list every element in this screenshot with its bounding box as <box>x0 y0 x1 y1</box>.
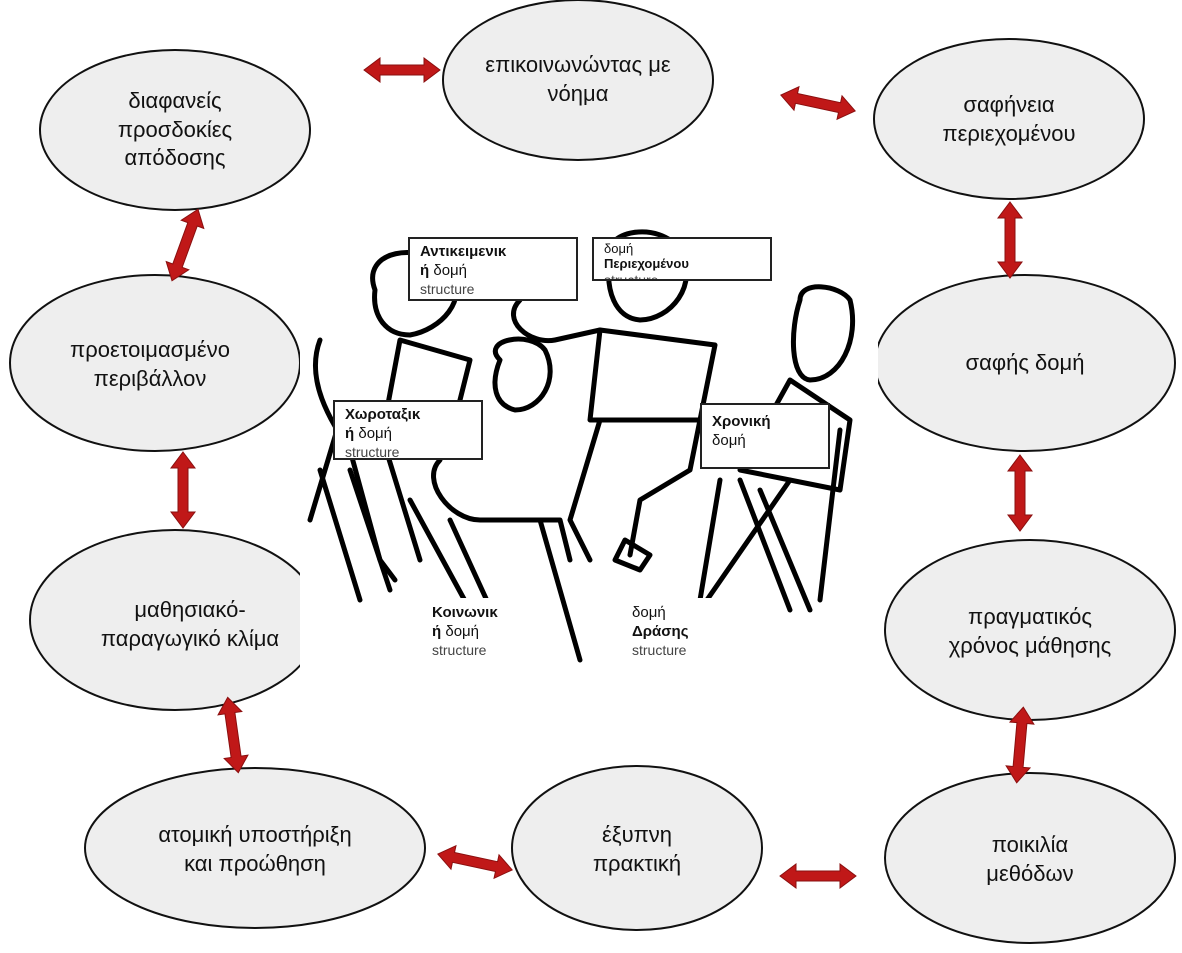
label-social-structure-rest: δομή <box>441 622 480 640</box>
label-action-structure-bold: Δράσης <box>632 622 689 640</box>
label-content-structure-pre: δομή <box>604 241 634 256</box>
node-clear-structure: σαφής δομή <box>890 335 1160 391</box>
node-content-clarity-text: σαφήνεια περιεχομένου <box>942 92 1076 146</box>
node-smart-practice-text: έξυπνη πρακτική <box>592 822 682 876</box>
label-social-structure: Κοινωνικ ή δομή structure <box>420 598 538 666</box>
label-social-structure-bold: Κοινωνικ <box>432 604 498 621</box>
arrow-clarity-structure <box>997 201 1023 279</box>
label-content-structure: δομή Περιεχομένου structure <box>592 237 772 281</box>
node-content-clarity: σαφήνεια περιεχομένου <box>880 80 1138 160</box>
node-clear-structure-text: σαφής δομή <box>965 349 1085 375</box>
node-real-learning-time-text: πραγματικός χρόνος μάθησης <box>948 604 1112 658</box>
arrow-variety-practice <box>779 863 857 889</box>
label-content-structure-bold: Περιεχομένου <box>604 255 689 271</box>
label-social-structure-bold2: ή <box>432 622 442 640</box>
ellipse-individual-support <box>84 767 426 929</box>
node-individual-support-text: ατομική υποστήριξη και προώθηση <box>158 822 352 876</box>
arrow-expectations-communication <box>363 57 441 83</box>
label-spatial-structure-rest: δομή <box>354 424 393 442</box>
label-object-structure: Αντικειμενικ ή δομή structure <box>408 237 578 301</box>
node-method-variety: ποικιλία μεθόδων <box>905 820 1155 900</box>
ellipse-meaningful-communication <box>442 0 714 161</box>
label-object-structure-sub: structure <box>420 280 475 297</box>
node-expectations: διαφανείς προσδοκίες απόδοσης <box>55 70 295 190</box>
node-individual-support: ατομική υποστήριξη και προώθηση <box>95 810 415 890</box>
label-object-structure-bold: Αντικειμενικ <box>420 243 507 260</box>
arrow-structure-time <box>1007 454 1033 532</box>
node-learning-climate-text: μαθησιακό- παραγωγικό κλίμα <box>100 597 280 651</box>
node-learning-climate: μαθησιακό- παραγωγικό κλίμα <box>70 585 310 665</box>
arrow-environment-expectations <box>160 204 210 286</box>
arrow-climate-environment <box>170 451 196 529</box>
label-spatial-structure-sub: structure <box>345 443 400 460</box>
label-spatial-structure-bold2: ή <box>345 424 355 442</box>
label-social-structure-sub: structure <box>432 641 487 658</box>
ellipse-smart-practice <box>511 765 763 931</box>
node-real-learning-time: πραγματικός χρόνος μάθησης <box>900 592 1160 672</box>
label-time-structure-bold: Χρονική <box>712 413 771 430</box>
label-action-structure: δομή Δράσης structure <box>620 598 730 666</box>
label-spatial-structure: Χωροταξικ ή δομή structure <box>333 400 483 460</box>
node-meaningful-communication: επικοινωνώντας με νόημα <box>450 40 706 120</box>
node-method-variety-text: ποικιλία μεθόδων <box>986 832 1074 886</box>
arrow-support-climate <box>215 695 251 775</box>
label-object-structure-bold2: ή <box>420 261 430 279</box>
ellipse-content-clarity <box>873 38 1145 200</box>
label-content-structure-sub: structure <box>604 271 659 281</box>
ellipses <box>9 0 1176 944</box>
label-object-structure-rest: δομή <box>429 261 468 279</box>
arrow-practice-support <box>434 841 516 883</box>
ellipse-expectations <box>39 49 311 211</box>
node-expectations-text: διαφανείς προσδοκίες απόδοσης <box>117 88 233 171</box>
label-time-structure: Χρονική δομή <box>700 403 830 469</box>
label-spatial-structure-bold: Χωροταξικ <box>345 406 421 423</box>
label-action-structure-sub: structure <box>632 641 687 658</box>
label-action-structure-pre: δομή <box>632 604 666 621</box>
label-time-structure-rest: δομή <box>712 431 746 449</box>
node-meaningful-communication-text: επικοινωνώντας με νόημα <box>485 52 671 106</box>
node-smart-practice: έξυπνη πρακτική <box>530 810 744 890</box>
arrow-communication-clarity <box>777 82 859 124</box>
node-prepared-environment: προετοιμασμένο περιβάλλον <box>15 325 285 405</box>
node-prepared-environment-text: προετοιμασμένο περιβάλλον <box>70 337 230 391</box>
ellipse-method-variety <box>884 772 1176 944</box>
